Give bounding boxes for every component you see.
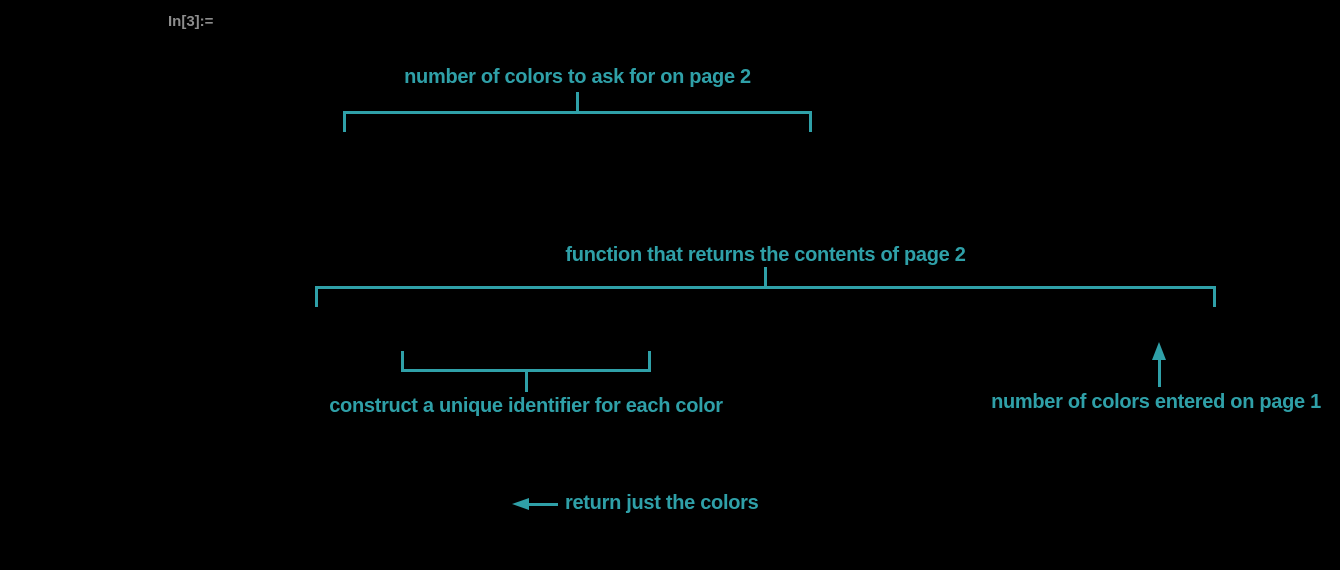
arrow-head: [512, 498, 529, 510]
input-cell-prompt: In[3]:=: [168, 13, 214, 30]
up-arrow-icon: [1151, 342, 1167, 387]
arrow-shaft: [524, 503, 558, 506]
underbrace-bracket-unique-identifier: [401, 351, 651, 392]
left-arrow-icon: [512, 498, 558, 511]
bracket-left-end: [343, 111, 346, 132]
annotation-label-return-colors: return just the colors: [565, 492, 759, 514]
bracket-bar: [343, 111, 812, 114]
overbrace-bracket-colors-to-ask: [343, 92, 812, 132]
bracket-left-end: [401, 351, 404, 372]
bracket-right-end: [648, 351, 651, 372]
annotation-label-colors-to-ask: number of colors to ask for on page 2: [404, 66, 751, 88]
annotation-label-page2-function: function that returns the contents of pa…: [565, 244, 966, 266]
bracket-stem: [524, 369, 528, 392]
annotation-label-unique-identifier: construct a unique identifier for each c…: [329, 395, 723, 417]
bracket-right-end: [1213, 286, 1216, 307]
bracket-bar: [315, 286, 1216, 289]
bracket-right-end: [809, 111, 812, 132]
overbrace-bracket-page2-function: [315, 267, 1216, 307]
arrow-head: [1152, 342, 1166, 360]
bracket-left-end: [315, 286, 318, 307]
arrow-shaft: [1157, 356, 1161, 387]
bracket-stem: [576, 92, 579, 111]
bracket-stem: [764, 267, 767, 286]
annotation-label-colors-entered: number of colors entered on page 1: [991, 391, 1321, 413]
